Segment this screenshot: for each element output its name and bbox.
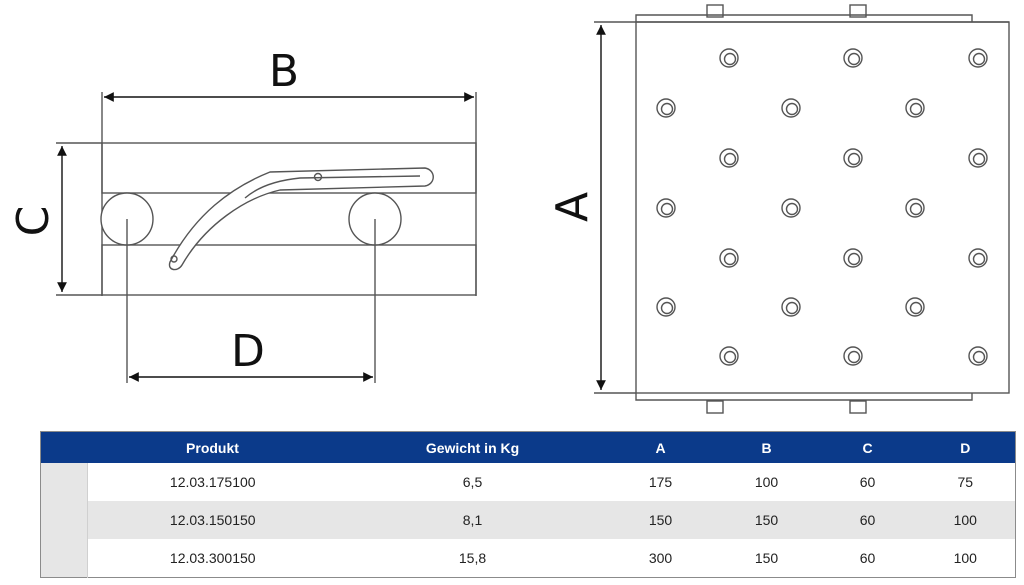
table-cell-gewicht: 6,5 <box>462 474 483 490</box>
back-plate-bottom-edge <box>635 393 973 401</box>
hole-inner <box>847 52 861 66</box>
table-row: 12.03.300150 15,8 300 150 60 100 <box>41 539 1016 578</box>
hole <box>843 48 863 68</box>
hole-inner <box>909 102 923 116</box>
table-header-c: C <box>819 431 916 463</box>
side-dimensions <box>57 92 474 382</box>
back-plate-top-edge <box>635 14 973 22</box>
hole <box>719 346 739 366</box>
table-cell-b: 150 <box>713 501 820 539</box>
hole <box>656 198 676 218</box>
technical-drawing: B D C A <box>8 4 1010 414</box>
table-header-d: D <box>915 431 1016 463</box>
table-cell-b: 100 <box>754 474 779 490</box>
table-cell-d: 75 <box>957 474 974 490</box>
hole-inner <box>847 350 861 364</box>
hole-inner <box>972 152 986 166</box>
table-header-gewicht: Gewicht in Kg <box>337 431 608 463</box>
table-cell-gewicht: 15,8 <box>458 550 487 566</box>
hole <box>905 297 925 317</box>
dimension-label-b: B <box>269 46 299 97</box>
table-row-stub <box>40 463 88 578</box>
hole <box>656 98 676 118</box>
table-cell-c: 60 <box>859 474 876 490</box>
hole-inner <box>972 52 986 66</box>
tab-top-right <box>849 4 867 18</box>
hole-inner <box>972 350 986 364</box>
table-header-stub <box>40 431 88 463</box>
hole <box>905 98 925 118</box>
hole-inner <box>723 152 737 166</box>
hole-inner <box>723 350 737 364</box>
top-plate-face <box>635 21 1010 394</box>
hole <box>656 297 676 317</box>
hole-inner <box>847 152 861 166</box>
hole-inner <box>723 252 737 266</box>
hole <box>781 198 801 218</box>
lever-slot <box>244 175 421 199</box>
hole-inner <box>660 202 674 216</box>
table-header-produkt: Produkt <box>87 431 338 463</box>
hole-inner <box>972 252 986 266</box>
hole <box>905 198 925 218</box>
hole-inner <box>909 202 923 216</box>
hole <box>968 48 988 68</box>
dimension-label-a: A <box>547 192 598 222</box>
hole-inner <box>660 102 674 116</box>
table-cell-produkt: 12.03.300150 <box>169 550 256 566</box>
tab-top-left <box>706 4 724 18</box>
hole-grid <box>656 48 988 366</box>
table-cell-d: 100 <box>953 550 977 566</box>
hole <box>781 297 801 317</box>
table-cell-a: 300 <box>648 550 673 566</box>
table-cell-c: 60 <box>819 501 916 539</box>
hole <box>719 248 739 268</box>
lever-pivot <box>170 255 178 263</box>
table-cell-gewicht: 8,1 <box>337 501 608 539</box>
hole <box>968 148 988 168</box>
dimension-label-d: D <box>231 326 265 377</box>
hole-inner <box>660 301 674 315</box>
table-header-row: Produkt Gewicht in Kg A B C D <box>40 431 1016 463</box>
table-cell-produkt: 12.03.175100 <box>169 474 256 490</box>
top-view <box>594 4 1010 414</box>
top-plate <box>101 142 477 194</box>
table-cell-d: 100 <box>915 501 1016 539</box>
table-row: 12.03.175100 6,5 175 100 60 75 <box>40 463 1016 578</box>
table-cell-produkt: 12.03.150150 <box>87 501 338 539</box>
table-cell-b: 150 <box>754 550 779 566</box>
hole-inner <box>909 301 923 315</box>
hole <box>843 148 863 168</box>
table-cell-c: 60 <box>859 550 876 566</box>
hole-inner <box>785 102 799 116</box>
table-row: 12.03.150150 8,1 150 150 60 100 <box>41 501 1016 539</box>
side-view <box>56 92 477 383</box>
hole <box>843 346 863 366</box>
tab-bottom-right <box>849 400 867 414</box>
hole-inner <box>785 301 799 315</box>
table-header-b: B <box>713 431 820 463</box>
hole-inner <box>785 202 799 216</box>
dimension-label-c: C <box>8 206 59 237</box>
hole <box>843 248 863 268</box>
hole <box>968 248 988 268</box>
table-cell-a: 150 <box>607 501 714 539</box>
hole-inner <box>723 52 737 66</box>
bottom-plate <box>101 244 477 296</box>
lever-arm <box>168 167 434 271</box>
table-header-a: A <box>607 431 714 463</box>
hole <box>781 98 801 118</box>
spec-table: Produkt Gewicht in Kg A B C D 12.03.1751… <box>40 431 1016 578</box>
hole <box>968 346 988 366</box>
table-cell-a: 175 <box>648 474 673 490</box>
hole-inner <box>847 252 861 266</box>
hole <box>719 148 739 168</box>
lever-pin <box>313 172 323 182</box>
hole <box>719 48 739 68</box>
tab-bottom-left <box>706 400 724 414</box>
